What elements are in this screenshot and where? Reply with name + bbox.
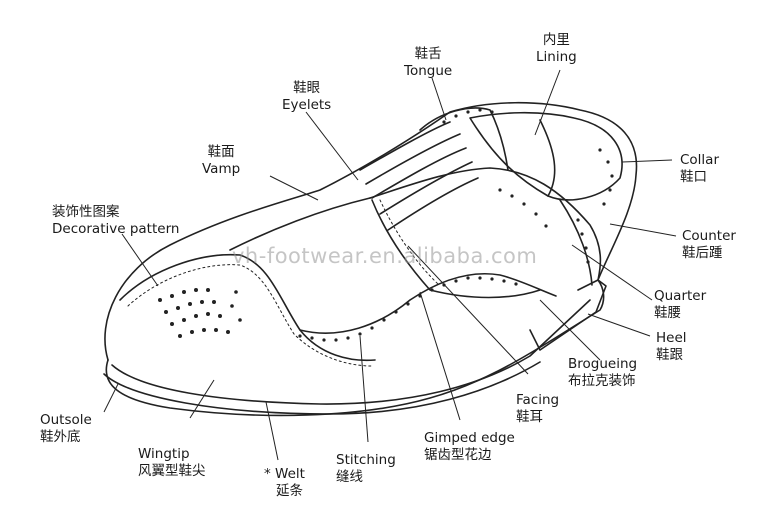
label-decorative-en: Decorative pattern (52, 221, 180, 237)
label-counter-en: Counter (682, 228, 736, 244)
label-quarter: Quarter 鞋腰 (654, 288, 706, 322)
label-quarter-en: Quarter (654, 288, 707, 304)
label-lining-en: Lining (536, 49, 577, 65)
label-vamp: 鞋面 Vamp (202, 144, 240, 178)
lace-3 (371, 147, 467, 199)
collar-shape (469, 111, 623, 201)
label-stitching: Stitching 缝线 (336, 452, 396, 486)
leader-outsole (103, 383, 119, 413)
label-welt-en: * Welt (264, 466, 305, 482)
welt-line (111, 299, 591, 405)
label-counter-cn: 鞋后踵 (682, 245, 723, 261)
label-gimped-en: Gimped edge (424, 430, 515, 446)
sole-edge (103, 361, 541, 415)
facing-stitch (379, 199, 439, 285)
leader-welt (265, 401, 279, 461)
upper-outline (104, 101, 638, 361)
label-heel: Heel 鞋跟 (656, 330, 687, 364)
leader-stitching (359, 335, 369, 443)
gimped-edge-shape (299, 272, 557, 334)
vamp-line (229, 197, 371, 251)
label-eyelets: 鞋眼 Eyelets (282, 80, 331, 114)
label-wingtip: Wingtip 风翼型鞋尖 (138, 446, 206, 480)
outsole-shape (105, 279, 605, 417)
label-heel-en: Heel (656, 330, 687, 346)
lace-4 (379, 161, 473, 215)
label-welt: * Welt 延条 (264, 466, 305, 500)
label-wingtip-en: Wingtip (138, 446, 190, 462)
label-welt-cn: 延条 (276, 483, 303, 499)
label-counter: Counter 鞋后踵 (682, 228, 736, 262)
label-lining: 内里 Lining (536, 32, 577, 66)
label-decorative: 装饰性图案 Decorative pattern (52, 204, 179, 238)
lace-2 (365, 133, 461, 185)
label-tongue-en: Tongue (404, 63, 453, 79)
counter-line (559, 199, 593, 286)
label-quarter-cn: 鞋腰 (654, 305, 681, 321)
label-brogueing-en: Brogueing (568, 356, 638, 372)
label-tongue-cn: 鞋舌 (414, 46, 442, 62)
label-gimped-cn: 锯齿型花边 (424, 447, 492, 463)
label-vamp-cn: 鞋面 (207, 144, 235, 160)
leader-heel (587, 313, 651, 337)
label-brogueing: Brogueing 布拉克装饰 (568, 356, 637, 390)
leader-brogueing (539, 299, 601, 361)
label-collar-cn: 鞋口 (680, 169, 707, 185)
facing-shape (371, 199, 541, 299)
lace-1 (359, 121, 451, 171)
label-stitching-en: Stitching (336, 452, 396, 468)
tongue-shape (419, 107, 509, 171)
label-vamp-en: Vamp (202, 161, 241, 177)
leader-counter (609, 223, 677, 237)
brogue-dots (158, 108, 614, 342)
leader-tongue (431, 77, 447, 121)
quarter-shape (369, 167, 602, 281)
label-facing: Facing 鞋耳 (516, 392, 559, 426)
leader-decorative (121, 233, 159, 287)
label-eyelets-en: Eyelets (282, 97, 332, 113)
label-lining-cn: 内里 (542, 32, 570, 48)
label-tongue: 鞋舌 Tongue (404, 46, 452, 80)
label-wingtip-cn: 风翼型鞋尖 (138, 463, 206, 479)
label-facing-en: Facing (516, 392, 560, 408)
leader-quarter (571, 244, 653, 301)
lace-5 (387, 177, 479, 231)
leader-lining (534, 69, 561, 136)
leader-facing (407, 245, 529, 375)
label-collar-en: Collar (680, 152, 720, 168)
leader-gimped (419, 291, 461, 421)
leader-eyelets (305, 111, 359, 181)
wingtip-shape (119, 253, 376, 362)
label-outsole-cn: 鞋外底 (40, 429, 81, 445)
leader-collar (621, 159, 673, 163)
label-eyelets-cn: 鞋眼 (293, 80, 321, 96)
label-outsole-en: Outsole (40, 412, 92, 428)
label-outsole: Outsole 鞋外底 (40, 412, 92, 446)
label-stitching-cn: 缝线 (336, 469, 363, 485)
label-gimped: Gimped edge 锯齿型花边 (424, 430, 515, 464)
leader-vamp (269, 175, 319, 201)
lining-shape (539, 119, 556, 197)
heel-shape (529, 279, 607, 351)
watermark: vh-footwear.en.alibaba.com (232, 244, 538, 268)
label-facing-cn: 鞋耳 (516, 409, 543, 425)
leader-wingtip (189, 379, 215, 419)
wingtip-stitch (127, 264, 373, 367)
label-heel-cn: 鞋跟 (656, 347, 683, 363)
label-decorative-cn: 装饰性图案 (52, 204, 120, 220)
label-brogueing-cn: 布拉克装饰 (568, 373, 636, 389)
label-collar: Collar 鞋口 (680, 152, 719, 186)
